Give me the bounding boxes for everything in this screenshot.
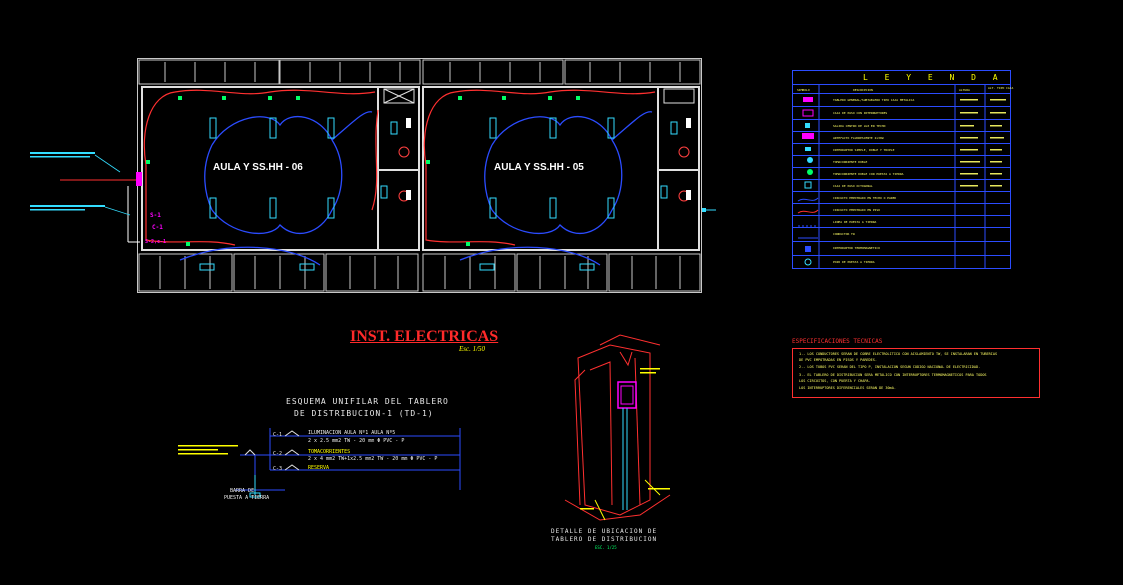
feed-label-c1: C-1 xyxy=(152,224,163,231)
distribution-panel xyxy=(60,172,716,243)
circuit-spec-c1: 2 x 2.5 mm2 TW - 20 mm Φ PVC - P xyxy=(308,438,405,444)
feeder-notes xyxy=(30,152,105,211)
panel-detail-drawing xyxy=(564,334,671,521)
legend-row: CAJA DE PASO CON INTERRUPTORES xyxy=(793,106,1010,115)
specs-title: ESPECIFICACIONES TECNICAS xyxy=(792,338,883,345)
bottom-windows xyxy=(138,253,701,292)
legend-row: LINEA DE PUESTA A TIERRA xyxy=(793,215,1010,224)
drawing-scale: Esc. 1/50 xyxy=(459,345,486,353)
legend-symbols xyxy=(797,97,819,266)
legend-row: INTERRUPTOR TERMOMAGNETICO xyxy=(793,241,1010,250)
unifilar-title-line-1: ESQUEMA UNIFILAR DEL TABLERO xyxy=(286,397,449,406)
legend-row-text: INTERRUPTOR TERMOMAGNETICO xyxy=(833,246,880,250)
ground-bar-label-2: PUESTA A TIERRA xyxy=(224,495,270,501)
room-label-aula-06: AULA Y SS.HH - 06 xyxy=(213,162,303,173)
feed-label-s2: S-2,c-1 xyxy=(145,239,167,245)
sanitary-fixtures xyxy=(398,146,690,202)
legend-table: L E Y E N D A SIMBOLO DESCRIPCION ALTURA… xyxy=(792,70,1013,269)
outlets xyxy=(146,96,580,246)
legend-row-text: CONDUCTOR TW xyxy=(833,232,855,236)
circuit-spec-c2: 2 x 4 mm2 TW+1x2.5 mm2 TW - 20 mm Φ PVC … xyxy=(308,456,438,462)
circuit-desc-c3: RESERVA xyxy=(308,465,330,471)
unifilar-title-line-2: DE DISTRIBUCION-1 (TD-1) xyxy=(294,409,434,418)
circuit-id-c1: C-1 xyxy=(273,432,283,438)
legend-text-strokes xyxy=(960,99,1006,187)
room-label-aula-05: AULA Y SS.HH - 05 xyxy=(494,162,584,173)
legend-header-symbol: SIMBOLO xyxy=(797,88,810,92)
legend-row: SALIDA CENTRO DE LUZ EN TECHO xyxy=(793,119,1010,128)
drawing-title: INST. ELECTRICAS xyxy=(350,328,499,345)
top-windows xyxy=(138,59,701,85)
lighting-circuits xyxy=(179,111,653,266)
legend-row-text: LINEA DE PUESTA A TIERRA xyxy=(833,220,877,224)
legend-row: TOMACORRIENTE DOBLE CON PUESTA A TIERRA xyxy=(793,167,1010,176)
legend-row-text: CAJA DE PASO CON INTERRUPTORES xyxy=(833,111,888,115)
legend-row-text: ARTEFACTO FLUORESCENTE 2x36W xyxy=(833,136,884,140)
spec-line: DE PVC EMPOTRADAS EN PISOS Y PAREDES. xyxy=(799,358,877,362)
legend-row: ARTEFACTO FLUORESCENTE 2x36W xyxy=(793,131,1010,140)
legend-row: TOMACORRIENTE DOBLE xyxy=(793,155,1010,164)
circuit-id-c2: C-2 xyxy=(273,451,283,457)
spec-line: LOS INTERRUPTORES DIFERENCIALES SERAN DE… xyxy=(799,386,896,390)
legend-row-text: TOMACORRIENTE DOBLE CON PUESTA A TIERRA xyxy=(833,172,904,176)
legend-title: L E Y E N D A xyxy=(863,73,1004,82)
legend-row-text: CAJA DE PASO OCTOGONAL xyxy=(833,184,873,188)
spec-line: 2.- LOS TUBOS PVC SERAN DEL TIPO P, INST… xyxy=(799,365,981,369)
legend-header-description: DESCRIPCION xyxy=(853,88,873,92)
legend-row-text: CIRCUITO EMPOTRADO EN TECHO O PARED xyxy=(833,196,897,200)
specs-box: 1.- LOS CONDUCTORES SERAN DE COBRE ELECT… xyxy=(792,348,1040,398)
legend-row-text: SALIDA CENTRO DE LUZ EN TECHO xyxy=(833,124,886,128)
unifilar-breakers xyxy=(244,430,300,471)
legend-header-box-type: ALT. TIPO CAJA xyxy=(988,86,1014,90)
legend-row: CIRCUITO EMPOTRADO EN PISO xyxy=(793,203,1010,212)
spec-line: LOS CIRCUITOS, CON PUERTA Y CHAPA. xyxy=(799,379,871,383)
detail-scale: ESC. 1/25 xyxy=(595,545,617,550)
spec-line: 3.- EL TABLERO DE DISTRIBUCION SERA META… xyxy=(799,373,987,377)
detail-title-line-2: TABLERO DE DISTRIBUCION xyxy=(551,536,658,543)
circuit-desc-c1: ILUMINACION AULA Nº1 AULA Nº5 xyxy=(308,430,396,436)
fixture-tanks xyxy=(406,118,691,200)
legend-row: CAJA DE PASO OCTOGONAL xyxy=(793,179,1010,188)
perimeter-circuits xyxy=(143,89,656,246)
legend-row-text: INTERRUPTOR SIMPLE, DOBLE Y TRIPLE xyxy=(833,148,895,152)
circuit-id-c3: C-3 xyxy=(273,466,283,472)
legend-row-text: TOMACORRIENTE DOBLE xyxy=(833,160,868,164)
legend-header-height: ALTURA xyxy=(959,88,970,92)
ground-bar-label-1: BARRA DE xyxy=(230,488,255,494)
legend-row: POZO DE PUESTA A TIERRA xyxy=(793,255,1010,264)
detail-notes xyxy=(580,368,670,510)
unifilar-notes xyxy=(178,445,238,455)
spec-line: 1.- LOS CONDUCTORES SERAN DE COBRE ELECT… xyxy=(799,352,998,356)
feed-label-s1: S-1 xyxy=(150,212,161,219)
legend-row: CONDUCTOR TW xyxy=(793,227,1010,236)
luminaires xyxy=(199,117,678,271)
detail-title-line-1: DETALLE DE UBICACION DE xyxy=(551,528,658,535)
legend-row-text: TABLERO GENERAL/SUBTABLERO TIPO CAJA MET… xyxy=(833,98,915,102)
legend-row: TABLERO GENERAL/SUBTABLERO TIPO CAJA MET… xyxy=(793,93,1010,102)
legend-grid xyxy=(818,84,986,268)
legend-header-row: SIMBOLO DESCRIPCION ALTURA ALT. TIPO CAJ… xyxy=(793,84,1013,92)
legend-row: INTERRUPTOR SIMPLE, DOBLE Y TRIPLE xyxy=(793,143,1010,152)
circuit-desc-c2: TOMACORRIENTES xyxy=(308,449,351,455)
legend-row: CIRCUITO EMPOTRADO EN TECHO O PARED xyxy=(793,191,1010,200)
legend-row-text: POZO DE PUESTA A TIERRA xyxy=(833,260,875,264)
legend-row-text: CIRCUITO EMPOTRADO EN PISO xyxy=(833,208,880,212)
